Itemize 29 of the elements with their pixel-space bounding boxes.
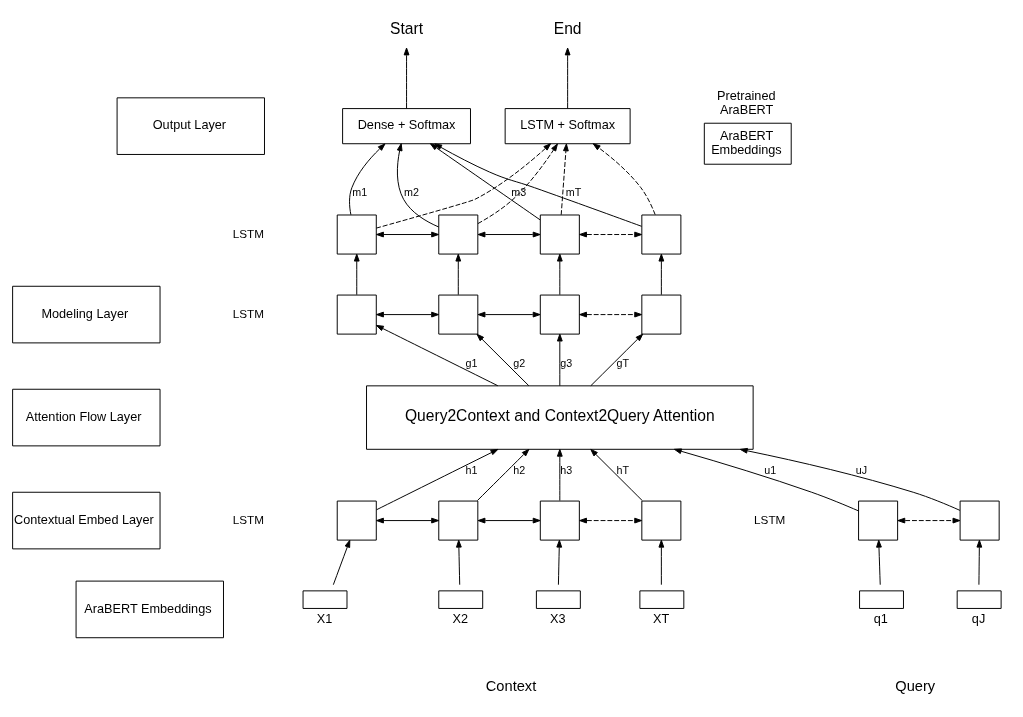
label: LSTM: [232, 306, 264, 320]
label: LSTM: [754, 512, 786, 526]
edge-label: h2: [513, 463, 526, 476]
label: LSTM: [232, 226, 264, 240]
node-text: Start: [390, 19, 424, 37]
edge-label: g2: [513, 356, 526, 369]
node-label: q1: [873, 611, 888, 625]
edge-label: g3: [560, 356, 573, 369]
node-label: Pretrained AraBERT: [717, 88, 776, 117]
edge-label: uJ: [855, 463, 868, 476]
label: Context: [485, 677, 537, 694]
edge-label: m1: [352, 185, 368, 198]
node-label: X1: [316, 611, 333, 625]
edge-label: g1: [465, 356, 478, 369]
edge-label: h1: [465, 463, 478, 476]
node-text: End: [553, 19, 582, 37]
node-label: X3: [550, 611, 566, 625]
node-label: XT: [653, 611, 670, 625]
node-label: qJ: [971, 611, 986, 625]
label: LSTM: [232, 512, 264, 526]
node-label: X2: [452, 611, 468, 625]
edge-label: hT: [616, 463, 630, 476]
edge-label: gT: [616, 356, 630, 369]
label: Query: [895, 677, 936, 694]
edge-label: m3: [511, 185, 527, 198]
edge-label: h3: [560, 463, 573, 476]
edge-label: mT: [565, 185, 582, 198]
edge-label: u1: [764, 463, 777, 476]
edge-label: m2: [403, 185, 419, 198]
